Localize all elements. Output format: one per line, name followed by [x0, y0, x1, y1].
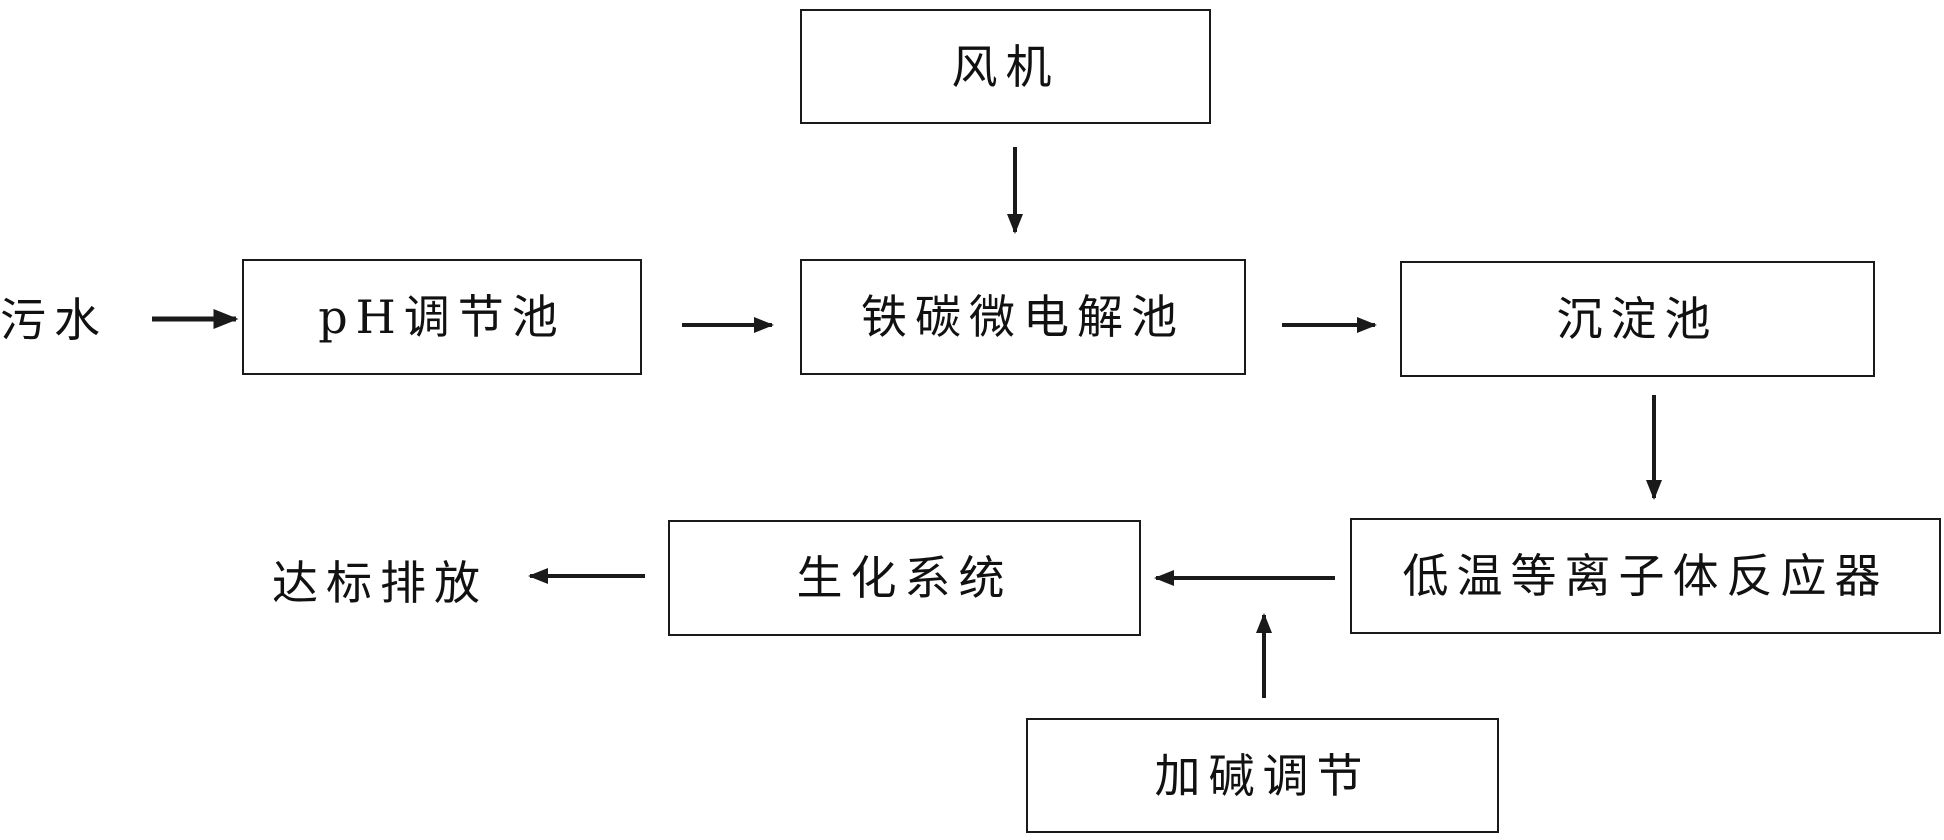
biochem-box: 生化系统 [668, 520, 1141, 636]
sedimentation-box: 沉淀池 [1400, 261, 1875, 377]
fan-label: 风机 [951, 39, 1060, 94]
plasma-reactor-box: 低温等离子体反应器 [1350, 518, 1941, 634]
discharge-label: 达标排放 [272, 556, 488, 610]
alkali-label: 加碱调节 [1154, 748, 1371, 803]
ph-tank-label: pH调节池 [318, 290, 566, 344]
influent-label: 污水 [0, 293, 108, 347]
fan-box: 风机 [800, 9, 1211, 124]
biochem-label: 生化系统 [796, 551, 1013, 605]
plasma-reactor-label: 低温等离子体反应器 [1402, 549, 1889, 603]
iron-carbon-label: 铁碳微电解池 [861, 290, 1185, 344]
ph-tank-box: pH调节池 [242, 259, 642, 375]
alkali-box: 加碱调节 [1026, 718, 1499, 833]
iron-carbon-box: 铁碳微电解池 [800, 259, 1246, 375]
sedimentation-label: 沉淀池 [1556, 292, 1719, 346]
